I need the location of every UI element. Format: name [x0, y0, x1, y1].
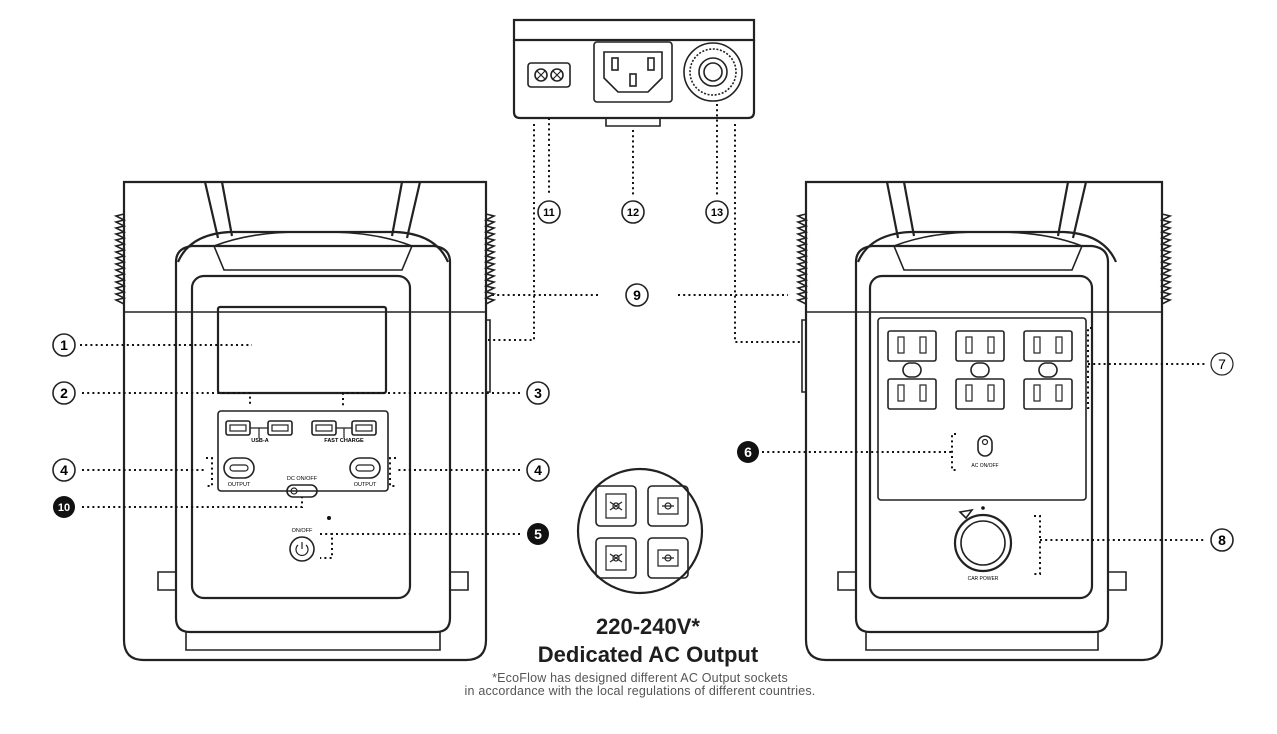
usb-a-label: USB-A: [251, 438, 268, 444]
usb-a-ports: [225, 420, 293, 438]
callout-12: 12: [621, 200, 645, 224]
power-button: [289, 536, 315, 562]
svg-text:1: 1: [60, 337, 68, 353]
callout-10: 10: [53, 496, 75, 518]
svg-text:12: 12: [627, 207, 639, 219]
leader-11-down: [488, 124, 535, 341]
output-right-label: OUTPUT: [354, 482, 377, 488]
svg-text:4: 4: [534, 462, 542, 478]
svg-text:5: 5: [534, 526, 542, 542]
ac-switch: [977, 435, 993, 457]
on-off-label: ON/OFF: [292, 528, 313, 534]
usb-c-port-right: [349, 457, 381, 479]
svg-text:3: 3: [534, 385, 542, 401]
output-left-label: OUTPUT: [228, 482, 251, 488]
fast-charge-label: FAST CHARGE: [324, 438, 364, 444]
ac-outlets: [887, 330, 1073, 410]
international-sockets: [576, 467, 704, 595]
front-unit: USB-A FAST CHARGE OUTPUT OUTPUT DC ON/OF…: [113, 180, 497, 662]
callout-9: 9: [625, 283, 649, 307]
leader-6: [762, 433, 956, 471]
svg-text:6: 6: [744, 444, 752, 460]
side-port-panel: [512, 18, 756, 127]
callout-13: 13: [705, 200, 729, 224]
callout-6: 6: [737, 441, 759, 463]
leader-13-down: [734, 124, 800, 343]
rear-unit: AC ON/OFF CAR POWER: [795, 180, 1173, 662]
car-power-label: CAR POWER: [968, 576, 999, 582]
car-power-outlet: [953, 508, 1013, 573]
leader-4-right: [389, 457, 520, 487]
leader-7: [1087, 327, 1206, 409]
svg-text:4: 4: [60, 462, 68, 478]
callout-7: 7: [1210, 352, 1234, 376]
leader-4-left: [82, 457, 213, 487]
leader-3: [342, 392, 520, 406]
leader-10: [82, 497, 303, 508]
footnote-line-2: in accordance with the local regulations…: [464, 684, 816, 698]
dc-input-port-11: [527, 62, 571, 88]
dedicated-ac-heading: Dedicated AC Output: [537, 642, 759, 667]
footnote-line-1: *EcoFlow has designed different AC Outpu…: [492, 671, 788, 685]
callout-1: 1: [52, 333, 76, 357]
leader-2: [82, 392, 251, 406]
lcd-screen: [216, 305, 388, 395]
usb-c-port-left: [223, 457, 255, 479]
leader-8: [1034, 515, 1206, 575]
callout-4-left: 4: [52, 458, 76, 482]
svg-text:7: 7: [1218, 356, 1226, 372]
svg-text:2: 2: [60, 385, 68, 401]
callout-11: 11: [537, 200, 561, 224]
voltage-heading: 220-240V*: [596, 614, 700, 639]
car-input-port-13: [683, 42, 743, 102]
callout-5: 5: [527, 523, 549, 545]
svg-text:10: 10: [58, 502, 70, 514]
fast-charge-ports: [311, 420, 377, 438]
ac-on-off-label: AC ON/OFF: [971, 463, 998, 469]
callout-4-right: 4: [526, 458, 550, 482]
svg-text:9: 9: [633, 287, 641, 303]
svg-text:13: 13: [711, 207, 723, 219]
svg-text:8: 8: [1218, 532, 1226, 548]
leader-5: [320, 533, 520, 559]
callout-2: 2: [52, 381, 76, 405]
callout-3: 3: [526, 381, 550, 405]
svg-text:11: 11: [543, 207, 555, 219]
callout-8: 8: [1210, 528, 1234, 552]
dc-on-off-label: DC ON/OFF: [287, 476, 318, 482]
ac-input-port-12: [593, 41, 673, 103]
